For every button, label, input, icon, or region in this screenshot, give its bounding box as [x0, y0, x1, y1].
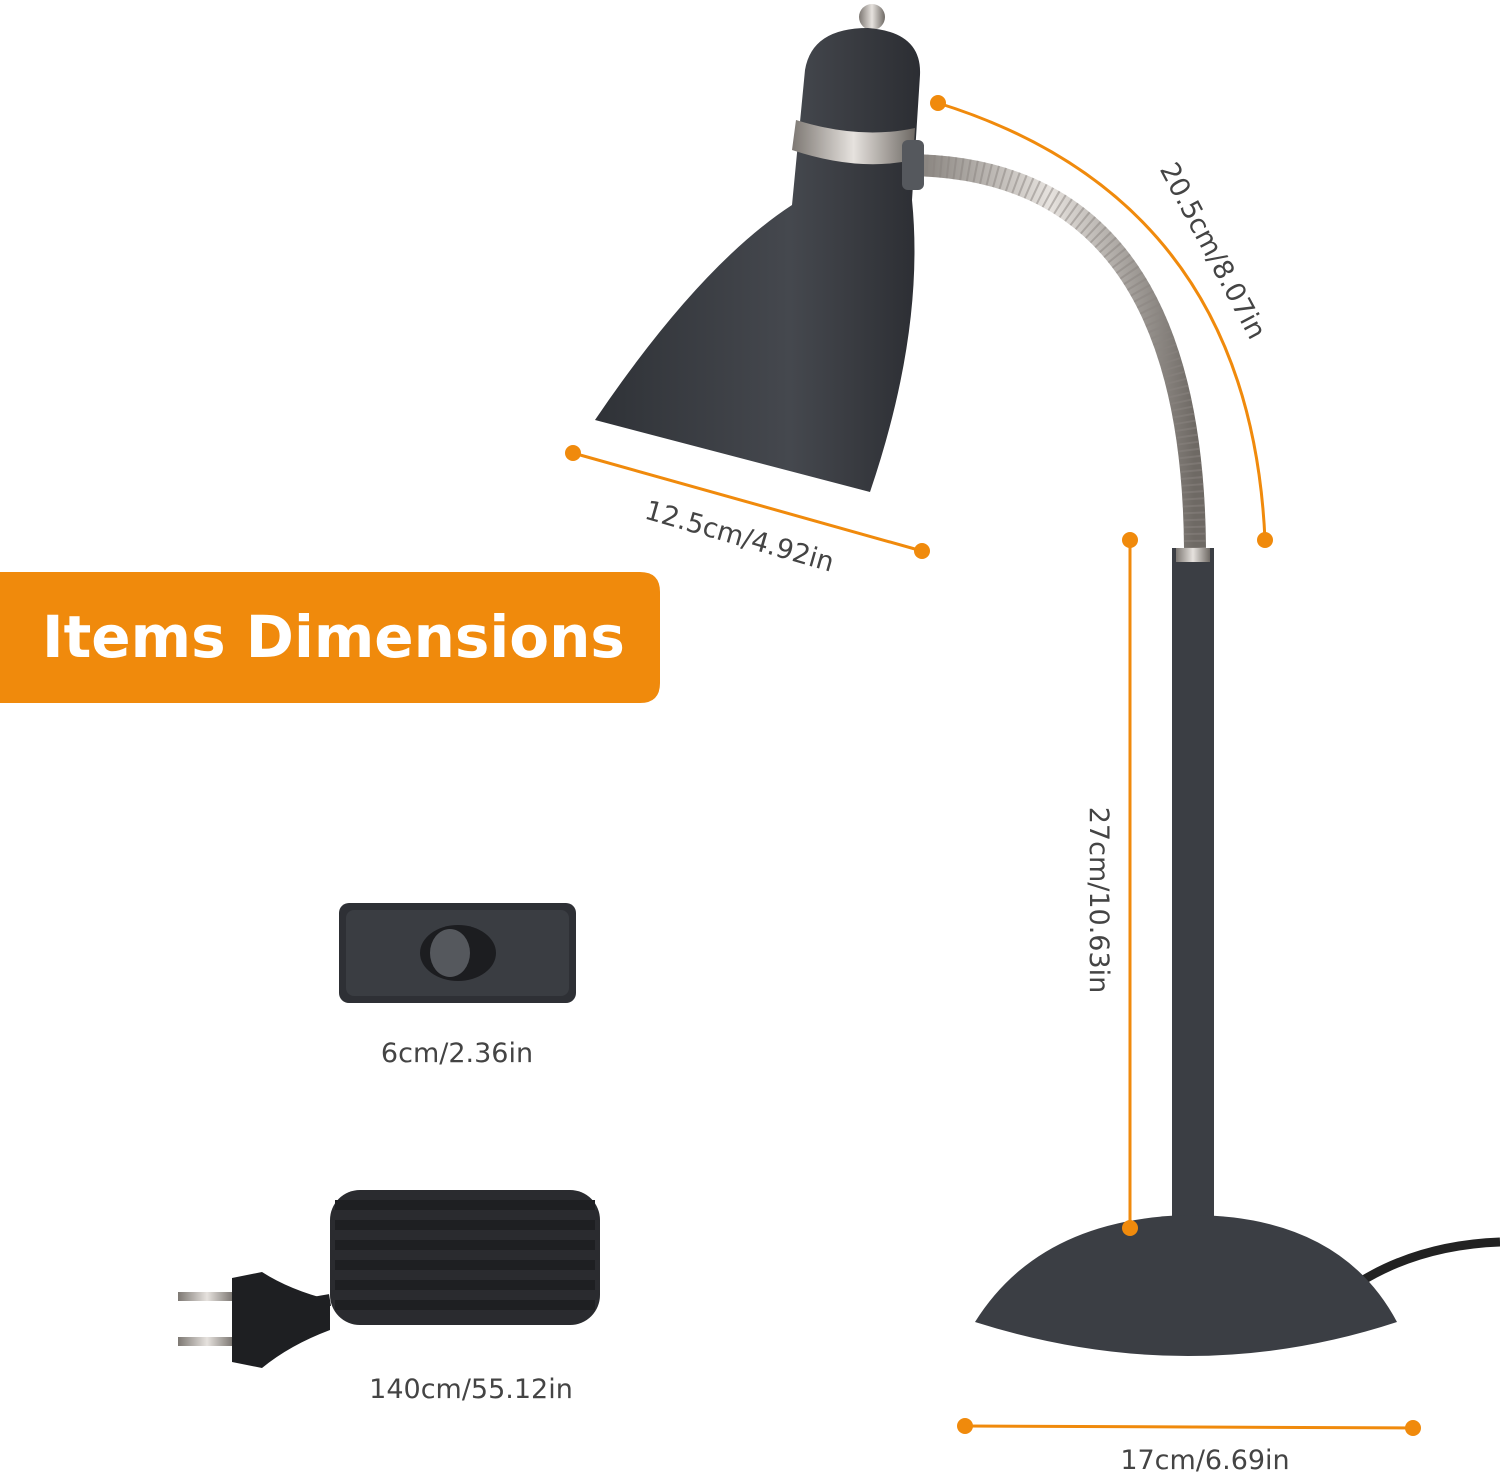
- switch-dimension-label: 6cm/2.36in: [381, 1038, 533, 1069]
- cord-dimension-label: 140cm/55.12in: [369, 1374, 573, 1405]
- inline-switch: [339, 903, 576, 1003]
- lamp-shade: [595, 4, 924, 492]
- pole-dimension-label: 27cm/10.63in: [1083, 807, 1114, 994]
- neck-dimension-label: 20.5cm/8.07in: [1153, 158, 1272, 345]
- shade-dimension-label: 12.5cm/4.92in: [641, 495, 837, 579]
- gooseneck: [904, 154, 1206, 549]
- lamp-base: [975, 1215, 1397, 1356]
- dimension-markers: [565, 95, 1421, 1436]
- banner-title: Items Dimensions: [42, 603, 625, 671]
- plug: [178, 1272, 330, 1368]
- base-dimension-label: 17cm/6.69in: [1120, 1445, 1289, 1475]
- power-cord: [278, 1190, 600, 1325]
- lamp-pole: [1172, 548, 1214, 1228]
- items-dimensions-banner: Items Dimensions: [0, 572, 660, 703]
